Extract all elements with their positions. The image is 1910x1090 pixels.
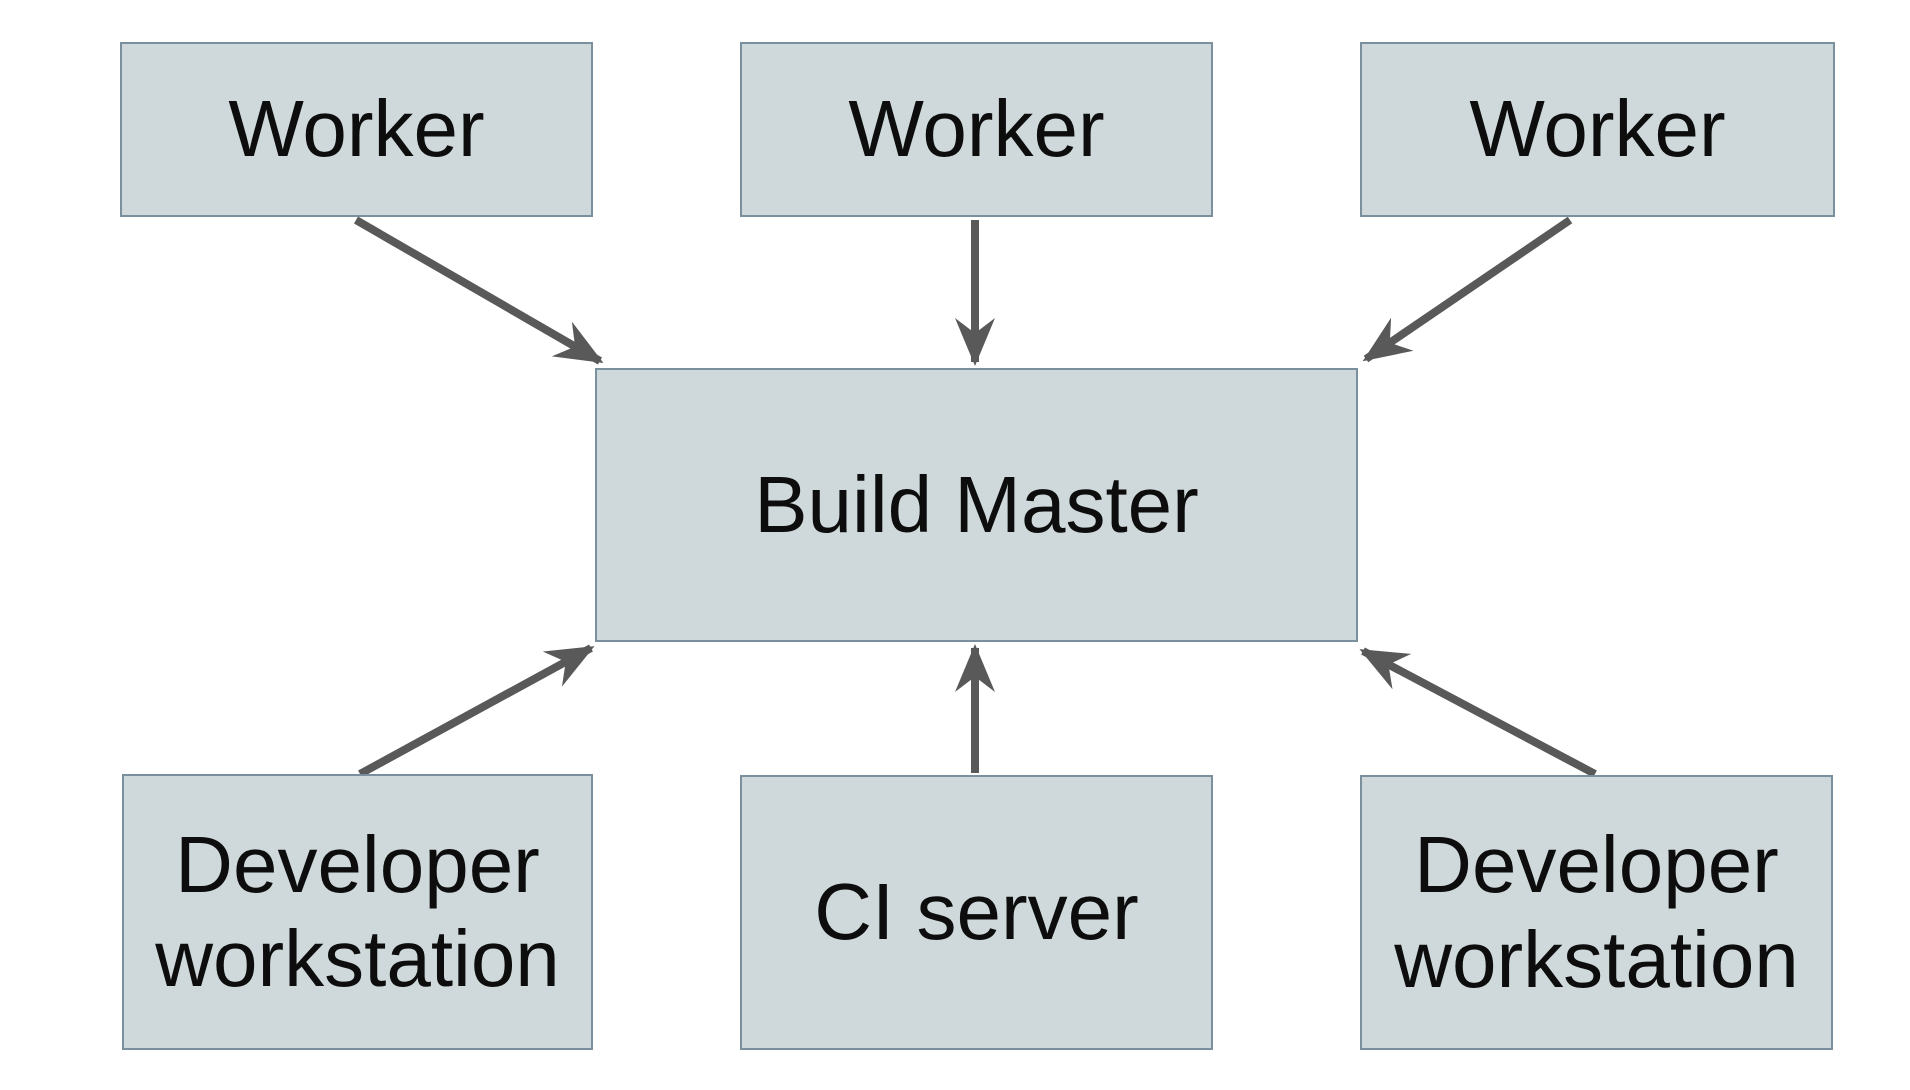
- node-worker-center-label: Worker: [848, 84, 1105, 174]
- node-worker-left: Worker: [120, 42, 593, 217]
- node-build-master: Build Master: [595, 368, 1358, 642]
- node-worker-center: Worker: [740, 42, 1213, 217]
- arrow-dev-left-to-build-master: [358, 644, 595, 778]
- node-developer-workstation-left: Developer workstation: [122, 774, 593, 1050]
- arrow-worker-right-to-build-master: [1362, 216, 1573, 363]
- node-developer-workstation-right: Developer workstation: [1360, 775, 1833, 1050]
- node-developer-workstation-left-label: Developer workstation: [155, 819, 560, 1003]
- node-worker-left-label: Worker: [228, 84, 485, 174]
- node-developer-workstation-right-label: Developer workstation: [1394, 820, 1799, 1004]
- node-ci-server-label: CI server: [814, 867, 1139, 957]
- node-worker-right: Worker: [1360, 42, 1835, 217]
- arrow-dev-right-to-build-master: [1359, 647, 1597, 778]
- node-worker-right-label: Worker: [1469, 84, 1726, 174]
- arrow-worker-left-to-build-master: [353, 216, 604, 365]
- node-ci-server: CI server: [740, 775, 1213, 1050]
- node-build-master-label: Build Master: [754, 459, 1199, 549]
